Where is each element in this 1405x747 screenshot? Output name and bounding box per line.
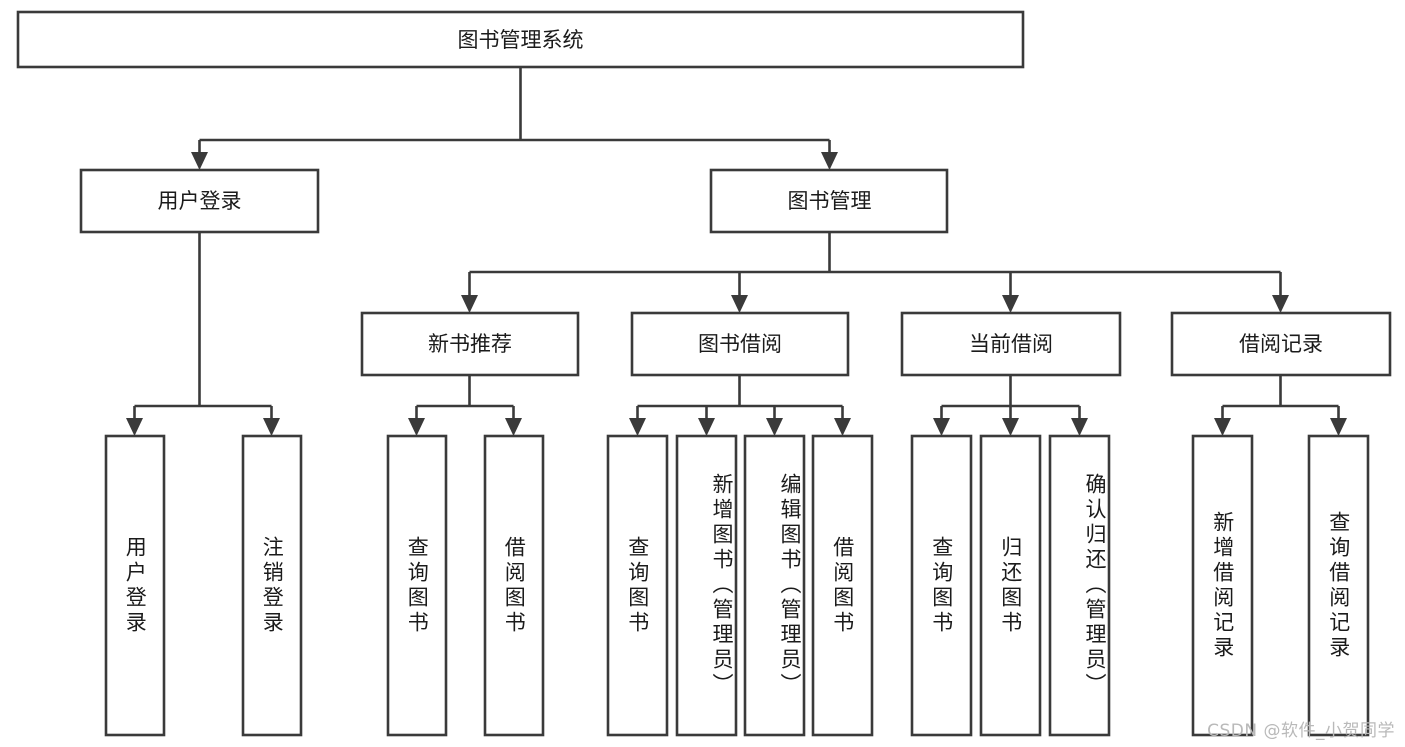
node-leaf-query-book-2[interactable] <box>606 434 669 737</box>
node-root[interactable] <box>16 10 1025 69</box>
arrow-to-borrow-record <box>1272 295 1289 313</box>
connector-layer <box>126 67 1347 436</box>
arrow-to-leaf-query-book-1 <box>408 418 425 436</box>
node-leaf-borrow-book-1[interactable] <box>483 434 545 737</box>
arrow-to-leaf-query-book-3 <box>933 418 950 436</box>
arrow-to-book-borrow <box>731 295 748 313</box>
csdn-watermark: CSDN @软件_小贺同学 <box>1207 721 1395 741</box>
node-leaf-query-book-1[interactable] <box>386 434 448 737</box>
arrow-to-leaf-edit-book <box>766 418 783 436</box>
arrow-to-leaf-user-login <box>126 418 143 436</box>
node-book-manage[interactable] <box>709 168 949 234</box>
arrow-to-new-book-recommend <box>461 295 478 313</box>
arrow-to-leaf-borrow-book-1 <box>505 418 522 436</box>
node-leaf-borrow-book-2[interactable] <box>811 434 874 737</box>
node-book-borrow[interactable] <box>630 311 850 377</box>
node-leaf-add-book[interactable] <box>675 434 738 737</box>
node-borrow-record-label: 借阅记录 <box>1239 332 1323 356</box>
node-leaf-user-login[interactable] <box>104 434 166 737</box>
arrow-to-leaf-confirm-return <box>1071 418 1088 436</box>
arrow-to-leaf-query-record <box>1330 418 1347 436</box>
arrow-to-leaf-add-book <box>698 418 715 436</box>
node-new-book-recommend[interactable] <box>360 311 580 377</box>
node-root-label: 图书管理系统 <box>458 28 584 52</box>
node-leaf-confirm-return[interactable] <box>1048 434 1111 737</box>
arrow-to-current-borrow <box>1002 295 1019 313</box>
node-current-borrow-label: 当前借阅 <box>969 332 1053 356</box>
node-current-borrow[interactable] <box>900 311 1122 377</box>
arrow-to-user-login <box>191 152 208 170</box>
node-user-login-label: 用户登录 <box>158 189 242 213</box>
node-leaf-query-book-3[interactable] <box>910 434 973 737</box>
arrow-to-leaf-add-record <box>1214 418 1231 436</box>
node-book-borrow-label: 图书借阅 <box>698 332 782 356</box>
node-leaf-return-book[interactable] <box>979 434 1042 737</box>
node-new-book-recommend-label: 新书推荐 <box>428 332 512 356</box>
arrow-to-leaf-return-book <box>1002 418 1019 436</box>
arrow-to-leaf-query-book-2 <box>629 418 646 436</box>
node-leaf-user-logout[interactable] <box>241 434 303 737</box>
node-layer: 图书管理系统 用户登录 图书管理 新书推荐 图书借阅 当前借阅 借阅记录 <box>16 10 1392 737</box>
node-leaf-add-record[interactable] <box>1191 434 1254 737</box>
node-leaf-edit-book[interactable] <box>743 434 806 737</box>
arrow-to-book-manage <box>821 152 838 170</box>
node-borrow-record[interactable] <box>1170 311 1392 377</box>
arrow-to-leaf-user-logout <box>263 418 280 436</box>
node-user-login[interactable] <box>79 168 320 234</box>
node-leaf-query-record[interactable] <box>1307 434 1370 737</box>
node-book-manage-label: 图书管理 <box>788 189 872 213</box>
arrow-to-leaf-borrow-book-2 <box>834 418 851 436</box>
